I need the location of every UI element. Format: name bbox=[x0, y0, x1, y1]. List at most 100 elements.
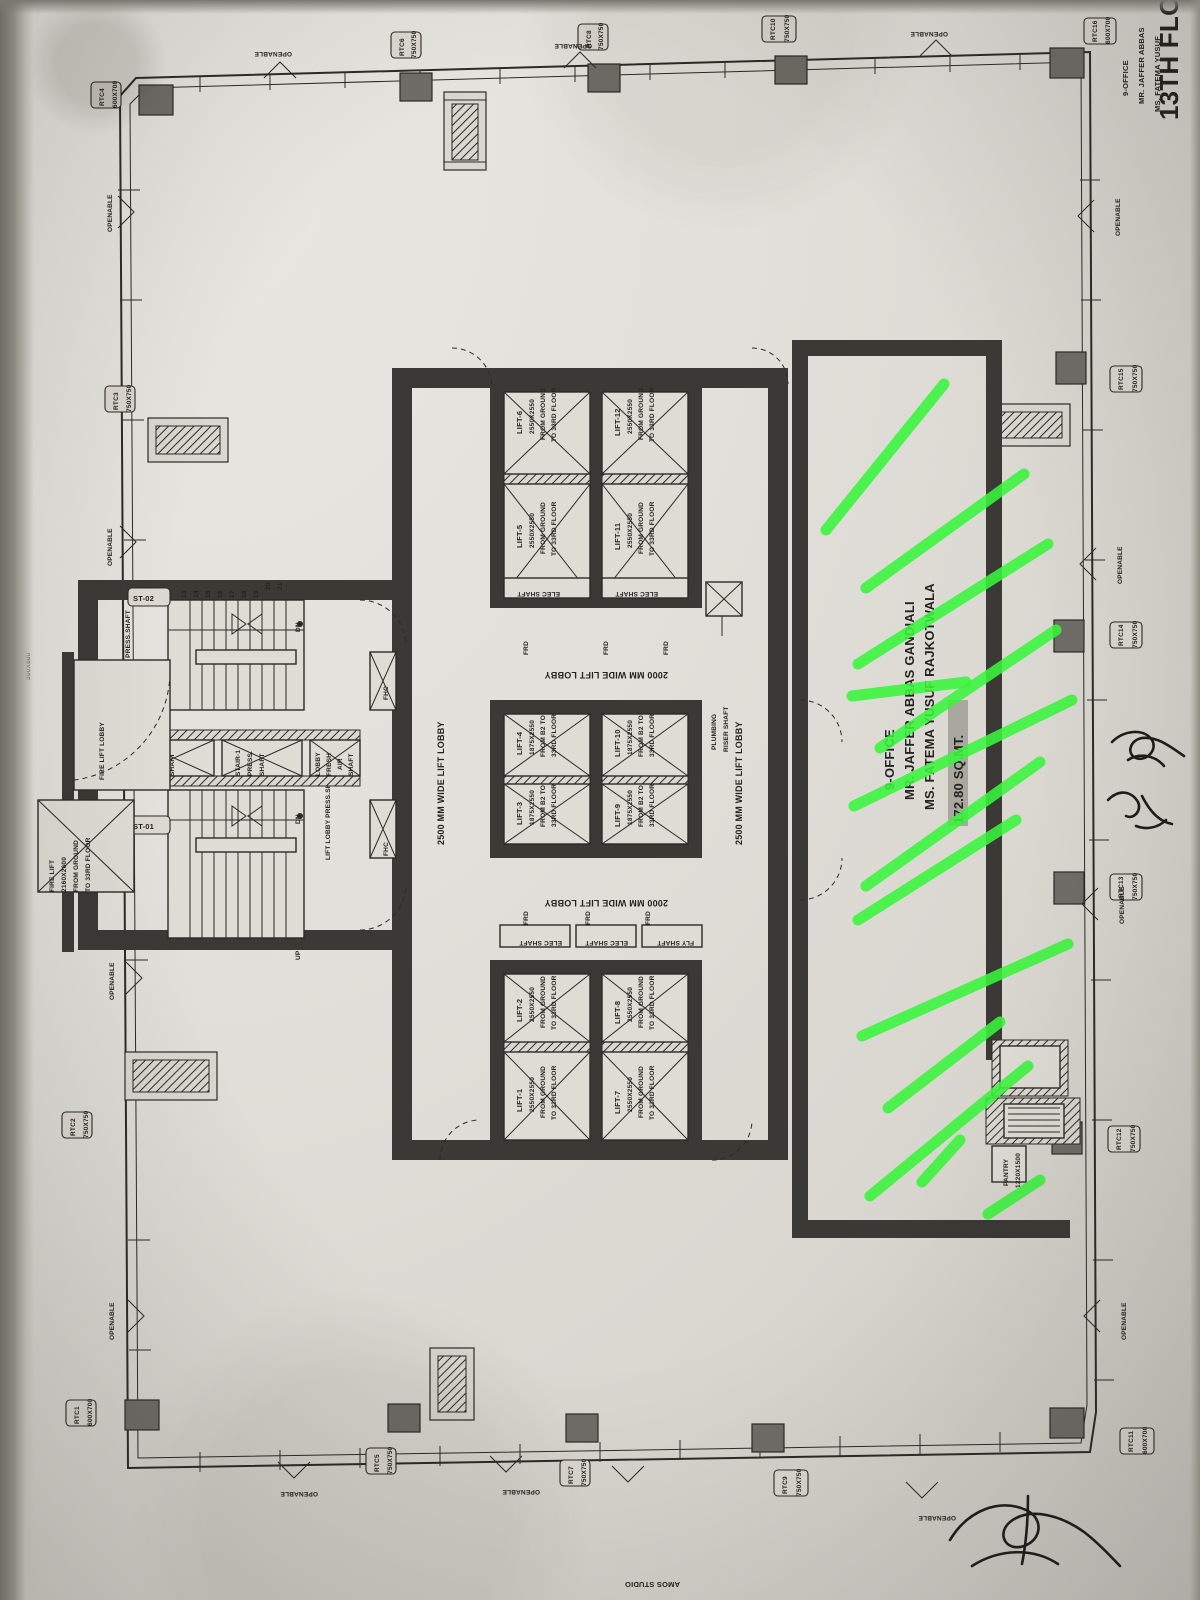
lift-7-size: 2550X2550 bbox=[627, 1077, 634, 1112]
svg-text:RTC5: RTC5 bbox=[374, 1454, 381, 1472]
stair1-press-label-2: PRESS. bbox=[247, 751, 254, 776]
elec-shaft-label-b: ELEC SHAFT bbox=[615, 590, 658, 597]
rtc-tag-9: RTC9 750X750 bbox=[773, 1468, 809, 1497]
lift-1-size: 2550X2550 bbox=[529, 1077, 536, 1112]
svg-text:750X750: 750X750 bbox=[784, 14, 791, 42]
lift-9-name: LIFT-9 bbox=[613, 804, 622, 827]
svg-text:RTC11: RTC11 bbox=[1128, 1431, 1135, 1452]
rtc-tag-3: RTC3 750X750 bbox=[104, 384, 136, 413]
svg-text:16: 16 bbox=[217, 590, 224, 598]
lobby-south-label: 2000 MM WIDE LIFT LOBBY bbox=[544, 898, 668, 908]
svg-text:17: 17 bbox=[229, 590, 236, 598]
fire-lift-name: FIRE LIFT bbox=[49, 860, 56, 892]
plumbing-riser-shaft: PLUMBING RISER SHAFT bbox=[705, 581, 743, 752]
stair-core-west: DN DN UP UP 13 14 15 16 bbox=[125, 582, 332, 960]
lift-12-range1: FROM GROUND bbox=[638, 388, 645, 440]
lift-6-size: 2550X2550 bbox=[529, 399, 536, 434]
openable-5: OPENABLE bbox=[107, 528, 114, 566]
openable-1: OPENABLE bbox=[254, 50, 292, 57]
lift-3-range1: FROM B2 TO bbox=[540, 785, 547, 827]
plumbing-riser-label-1: PLUMBING bbox=[711, 714, 718, 750]
fire-lift-lobby bbox=[73, 659, 171, 791]
fhc-label-1: FHC bbox=[383, 686, 390, 700]
openable-2: OPENABLE bbox=[554, 42, 592, 49]
duct-300x600-label: 300X600 bbox=[25, 652, 32, 680]
lift-7-range2: TO 33RD FLOOR bbox=[649, 1065, 656, 1120]
pressurisation-shaft-row: STAIR-2 PRESS. SHAFT STAIR-1 PRESS. SHAF… bbox=[127, 729, 361, 787]
stair-st01-flight bbox=[167, 789, 305, 939]
highlighter-marks bbox=[820, 378, 1078, 1220]
stair1-press-label-1: STAIR-1 bbox=[235, 750, 242, 776]
svg-text:750X750: 750X750 bbox=[411, 30, 418, 58]
openable-14: OPENABLE bbox=[918, 1514, 956, 1521]
rtc-tag-10: RTC10 750X750 bbox=[761, 14, 797, 43]
signature-right bbox=[1106, 730, 1186, 830]
signature-bottom bbox=[948, 1494, 1122, 1568]
openable-window-marks: OPENABLE OPENABLE OPENABLE OPENABLE OPEN… bbox=[107, 30, 1128, 1521]
fire-shaft-label: ELEC SHAFT bbox=[519, 939, 562, 946]
lift-11-size: 2550X2550 bbox=[627, 513, 634, 548]
lobby-fresh-label-3: AIR bbox=[337, 758, 344, 770]
lift-7-name: LIFT-7 bbox=[613, 1091, 622, 1114]
rtc-tag-1: RTC1 600X700 bbox=[65, 1398, 97, 1427]
svg-text:RTC9: RTC9 bbox=[782, 1476, 789, 1494]
lift-1-range1: FROM GROUND bbox=[540, 1066, 547, 1118]
lift-3-size: 1875X2550 bbox=[529, 790, 536, 825]
fhc-cabinets: FHC FHC bbox=[369, 651, 397, 859]
lift-2-range2: TO 33RD FLOOR bbox=[551, 975, 558, 1030]
office-owner-1: MR. JAFFER ABBAS GANDIALI bbox=[902, 601, 917, 800]
lift-10-range1: FROM B2 TO bbox=[638, 715, 645, 757]
door-swings bbox=[359, 347, 843, 1161]
lift-11-range2: TO 33RD FLOOR bbox=[649, 501, 656, 556]
lift-1-range2: TO 33RD FLOOR bbox=[551, 1065, 558, 1120]
frd-3: FRD bbox=[663, 641, 670, 655]
openable-4: OPENABLE bbox=[107, 194, 114, 232]
lift-12-name: LIFT-12 bbox=[613, 408, 622, 436]
evergreen-label: EVERGREEN bbox=[15, 747, 22, 790]
svg-text:14: 14 bbox=[193, 590, 200, 598]
lift-11-range1: FROM GROUND bbox=[638, 502, 645, 554]
lift-12-range2: TO 33RD FLOOR bbox=[649, 387, 656, 442]
lift-4-size: 1875X2550 bbox=[529, 720, 536, 755]
rtc-tag-8: RTC8 750X750 bbox=[577, 22, 609, 51]
rtc-tag-2: RTC2 750X750 bbox=[61, 1110, 93, 1139]
svg-text:RTC2: RTC2 bbox=[70, 1118, 77, 1136]
lift-1-name: LIFT-1 bbox=[515, 1089, 524, 1112]
svg-text:13: 13 bbox=[181, 590, 188, 598]
lift-bank-middle: LIFT-4 1875X2550 FROM B2 TO 33RD FLOOR L… bbox=[490, 700, 702, 858]
svg-text:RTC14: RTC14 bbox=[1118, 624, 1125, 646]
lift-6-range2: TO 33RD FLOOR bbox=[551, 387, 558, 442]
rtc-tag-12: RTC12 750X750 bbox=[1107, 1124, 1141, 1153]
openable-11: OPENABLE bbox=[1121, 1302, 1128, 1340]
frd-4: FRD bbox=[523, 911, 530, 925]
svg-text:750X750: 750X750 bbox=[83, 1110, 90, 1138]
lift-10-range2: 33RD FLOOR bbox=[649, 714, 656, 757]
lobby-north-label: 2000 MM WIDE LIFT LOBBY bbox=[544, 670, 668, 680]
lift-9-range1: FROM B2 TO bbox=[638, 785, 645, 827]
lift-12-size: 2550X2550 bbox=[627, 399, 634, 434]
lift-8-range2: TO 33RD FLOOR bbox=[649, 975, 656, 1030]
rtc-tag-16: RTC16 600X700 bbox=[1083, 16, 1117, 45]
rtc-tag-15: RTC15 750X750 bbox=[1109, 364, 1143, 393]
svg-text:750X750: 750X750 bbox=[581, 1458, 588, 1486]
stair2-press-label-3: SHAFT bbox=[169, 753, 176, 776]
frd-5: FRD bbox=[585, 911, 592, 925]
lift-2-name: LIFT-2 bbox=[515, 999, 524, 1022]
structural-columns bbox=[124, 47, 1087, 1453]
svg-text:RTC8: RTC8 bbox=[586, 30, 593, 48]
openable-12: OPENABLE bbox=[502, 1488, 540, 1495]
rtc-unit-boxes bbox=[124, 91, 1071, 1421]
lift-2-range1: FROM GROUND bbox=[540, 976, 547, 1028]
lift-lobby-press-shaft-1: LIFT LOBBY PRESS.SHAFT bbox=[125, 610, 132, 700]
svg-text:750X750: 750X750 bbox=[387, 1446, 394, 1474]
openable-13: OPENABLE bbox=[280, 1490, 318, 1497]
pantry-toilet-block: PANTRY 1220X1500 bbox=[985, 1039, 1081, 1188]
title-block-line-2: MR. JAFFER ABBAS bbox=[1137, 27, 1146, 104]
lift-9-range2: 33RD FLOOR bbox=[649, 784, 656, 827]
st02-dn: DN bbox=[295, 622, 302, 632]
lift-10-size: 1875X2550 bbox=[627, 720, 634, 755]
st01-up: UP bbox=[295, 950, 302, 960]
svg-text:600X700: 600X700 bbox=[87, 1398, 94, 1426]
fire-lift-zone: FIRE LIFT 2160X2600 FROM GROUND TO 33RD … bbox=[15, 652, 171, 952]
svg-text:RTC4: RTC4 bbox=[99, 88, 106, 106]
